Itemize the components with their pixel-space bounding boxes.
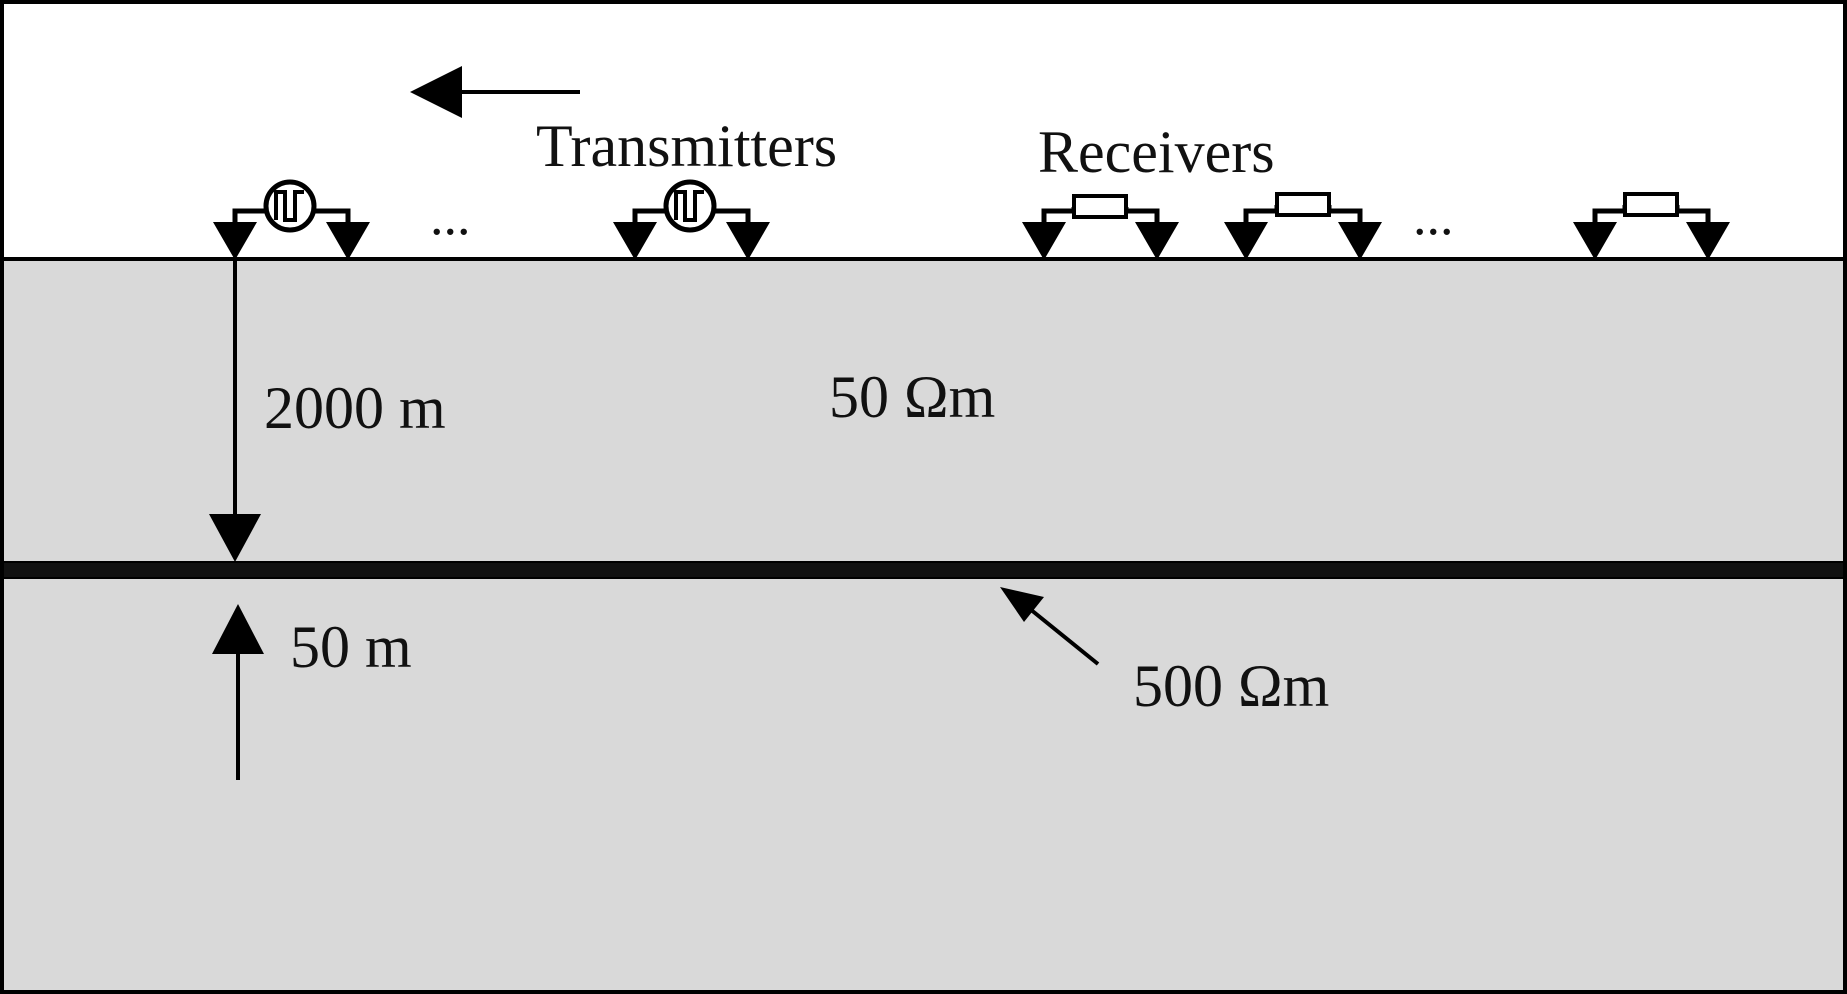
receivers-label: Receivers — [1038, 119, 1275, 185]
electrode-triangle-icon — [1573, 222, 1617, 260]
electrode-triangle-icon — [1022, 222, 1066, 260]
depth-arrow — [209, 259, 261, 562]
resistor-icon — [1072, 194, 1128, 219]
transmitters-ellipsis: ... — [430, 186, 471, 246]
resistor-icon — [1275, 192, 1331, 217]
electrode-triangle-icon — [1338, 222, 1382, 260]
receiver-3 — [1573, 192, 1730, 260]
electrode-triangle-icon — [213, 222, 257, 260]
electrode-triangle-icon — [326, 222, 370, 260]
resistor-icon — [1623, 192, 1679, 217]
transmitters-label: Transmitters — [536, 113, 837, 179]
layer-pointer-arrow — [1000, 587, 1100, 666]
transmitter-1 — [213, 179, 370, 260]
host-resistivity-label: 50 Ωm — [829, 364, 995, 430]
electrode-triangle-icon — [1135, 222, 1179, 260]
ground-lower — [2, 577, 1845, 992]
electrode-triangle-icon — [1224, 222, 1268, 260]
thickness-arrow — [212, 604, 264, 780]
thickness-label: 50 m — [290, 614, 412, 680]
layer-resistivity-label: 500 Ωm — [1133, 653, 1329, 719]
receiver-1 — [1022, 194, 1179, 260]
ground-upper — [2, 259, 1845, 563]
electrode-triangle-icon — [613, 222, 657, 260]
electrode-triangle-icon — [726, 222, 770, 260]
electrode-triangle-icon — [1686, 222, 1730, 260]
depth-label: 2000 m — [264, 375, 446, 441]
square-wave-source-icon — [663, 179, 717, 233]
square-wave-source-icon — [263, 179, 317, 233]
receiver-2 — [1224, 192, 1382, 260]
resistive-layer — [2, 563, 1845, 577]
receivers-ellipsis: ... — [1413, 186, 1454, 246]
transmitter-2 — [613, 179, 770, 260]
survey-direction-arrow — [410, 66, 580, 118]
